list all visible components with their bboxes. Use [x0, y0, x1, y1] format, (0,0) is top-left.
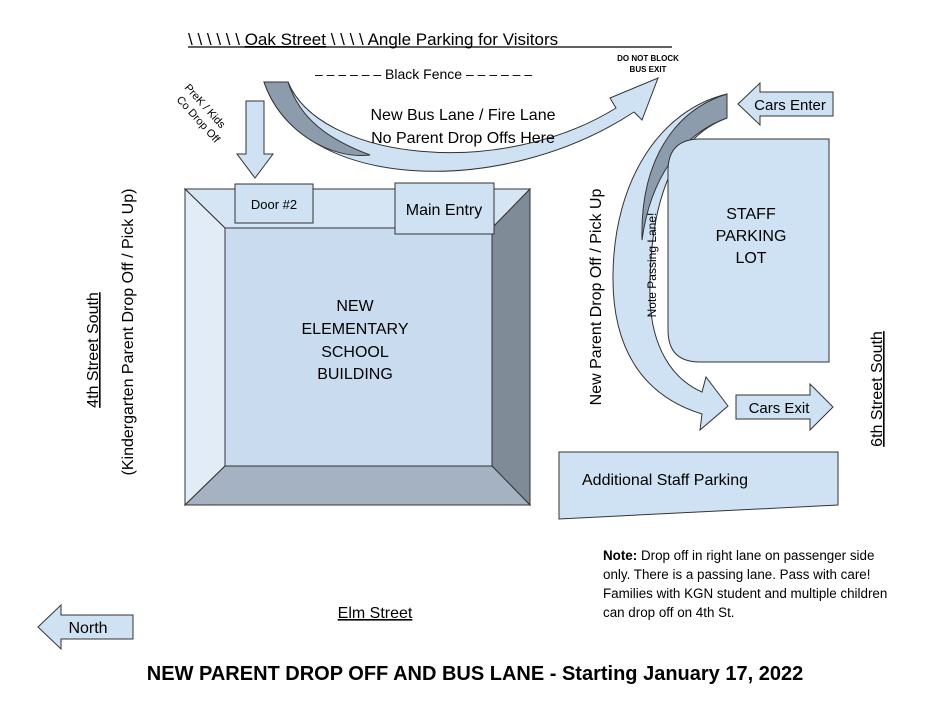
north-label: North: [68, 620, 107, 637]
elm-street-label: Elm Street: [338, 605, 413, 622]
additional-parking-label: Additional Staff Parking: [582, 472, 748, 489]
cars-enter-label: Cars Enter: [754, 97, 826, 114]
staff-lot-line1: STAFF: [726, 206, 776, 223]
sixth-street-label: 6th Street South: [869, 331, 886, 447]
bus-lane-line1: New Bus Lane / Fire Lane: [371, 107, 556, 124]
staff-lot-line3: LOT: [735, 250, 766, 267]
additional-staff-parking: [558, 451, 839, 520]
fourth-street-label: 4th Street South: [85, 292, 102, 408]
oak-street-line: \ \ \ \ \ \ Oak Street \ \ \ \ Angle Par…: [188, 30, 558, 49]
cars-exit-arrow: [735, 382, 834, 432]
building-line1: NEW: [336, 298, 374, 315]
building-line3: SCHOOL: [321, 344, 389, 361]
black-fence-label: – – – – – – Black Fence – – – – – –: [315, 66, 532, 82]
main-entry-box: [394, 182, 495, 235]
prek-drop-arrow: [236, 100, 274, 179]
staff-parking-lot: [667, 138, 830, 363]
bus-exit-line2: BUS EXIT: [630, 65, 667, 74]
bus-lane-arrow-shade: [263, 81, 371, 157]
page-title: NEW PARENT DROP OFF AND BUS LANE - Start…: [147, 663, 803, 685]
north-arrow: [37, 603, 134, 651]
bus-lane-arrow: [263, 77, 659, 172]
door-2-label: Door #2: [251, 197, 297, 212]
main-entry-label: Main Entry: [406, 202, 482, 219]
cars-exit-label: Cars Exit: [749, 400, 811, 417]
passing-lane-label: Note Passing Lane!: [645, 213, 659, 318]
parent-lane-label: New Parent Drop Off / Pick Up: [588, 189, 605, 406]
note-text: Drop off in right lane on passenger side…: [603, 548, 888, 620]
building-line4: BUILDING: [317, 366, 393, 383]
bus-lane-line2: No Parent Drop Offs Here: [371, 130, 555, 147]
cars-enter-arrow: [737, 81, 834, 127]
parent-lane-arrow-shade: [641, 93, 728, 241]
kindergarten-drop-label: (Kindergarten Parent Drop Off / Pick Up): [120, 189, 137, 476]
door-2-box: [234, 183, 314, 224]
staff-lot-line2: PARKING: [716, 228, 787, 245]
building-line2: ELEMENTARY: [302, 321, 409, 338]
bus-exit-line1: DO NOT BLOCK: [617, 54, 679, 63]
drop-off-note: Note: Drop off in right lane on passenge…: [603, 546, 903, 622]
parent-lane-arrow: [612, 93, 729, 432]
note-label: Note:: [603, 548, 638, 563]
